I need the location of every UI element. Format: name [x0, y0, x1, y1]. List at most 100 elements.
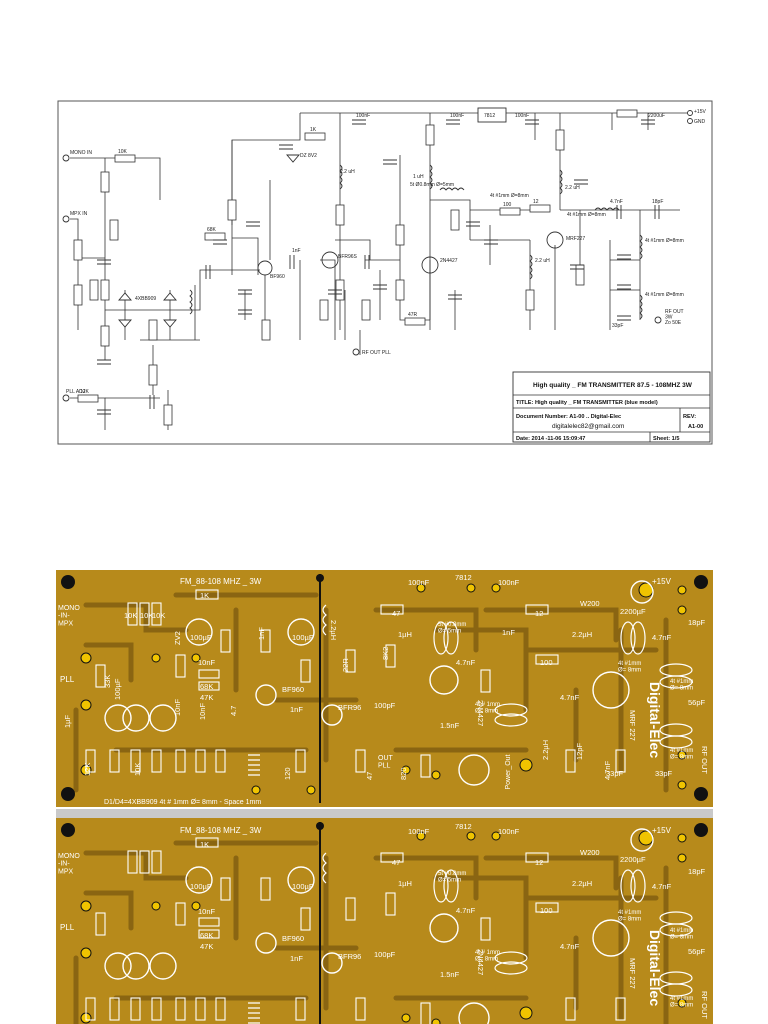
pcb-part-2: 100µF	[292, 882, 314, 891]
schematic: MONO IN MPX IN PLL ADJ RF OUT PLL RF OUT…	[57, 100, 713, 445]
pcb-part: 100µF	[113, 678, 122, 700]
label-pll-adj: PLL ADJ	[66, 389, 86, 395]
pcb-pll-2: PLL	[60, 923, 75, 932]
pcb-diodes: D1/D4=4XBB909 4t # 1mm Ø= 8mm - Space 1m…	[104, 799, 261, 806]
label-uh1: 2.2 uH	[340, 169, 355, 175]
pcb-supply-2: +15V	[652, 826, 672, 835]
pcb-brand: Digital-Elec	[647, 682, 663, 758]
pcb-part: 2200µF	[620, 607, 646, 616]
label-diodes: 4XBB909	[135, 296, 156, 302]
label-bf960: BF960	[270, 274, 285, 280]
pcb-part: 47K	[200, 693, 213, 702]
pcb-part-2: W200	[580, 848, 600, 857]
pcb-part-2: 56pF	[688, 947, 706, 956]
label-uh4: 2.2 uH	[535, 258, 550, 264]
label-c2: 100nF	[450, 113, 464, 119]
schematic-regulator	[477, 107, 507, 123]
pcb-part-2: MRF 227	[628, 958, 637, 989]
pcb-part: 4.7nF	[560, 693, 580, 702]
pcb-part: 10K	[124, 611, 137, 620]
label-c7: 1nF	[292, 248, 301, 254]
label-coil5: 4t #1mm Ø=8mm	[645, 292, 684, 298]
schematic-transistors	[257, 231, 564, 276]
pcb-part-2: 100nF	[408, 827, 430, 836]
label-r3: 1K	[310, 127, 317, 133]
pcb-part-2: BF960	[282, 934, 304, 943]
pcb-part: 47	[365, 772, 374, 780]
label-r9: 100	[503, 202, 512, 208]
pcb-part: 7812	[455, 573, 472, 582]
schematic-capacitors	[97, 119, 660, 415]
pcb-part: 47	[392, 609, 400, 618]
title-block-rev: A1-00	[688, 424, 703, 430]
label-c6: 18pF	[652, 199, 663, 205]
pcb-part: 12pF	[575, 742, 584, 760]
label-r1: 10K	[118, 149, 128, 155]
label-r6: 12K	[80, 389, 90, 395]
pcb-part-2: 100µF	[190, 882, 212, 891]
label-r4: 68K	[207, 227, 217, 233]
label-rf-out-pll: RF OUT PLL	[362, 350, 391, 356]
pcb-part: ZV2	[173, 631, 182, 645]
label-gnd: GND	[694, 119, 706, 125]
title-block: High quality _ FM TRANSMITTER 87.5 - 108…	[512, 371, 711, 443]
pcb-part-2: 1nF	[290, 954, 303, 963]
pcb-part: 100µF	[190, 633, 212, 642]
pcb-part: 100nF	[498, 578, 520, 587]
pcb-part: 2.2µH	[572, 630, 592, 639]
pcb-part: 2.2µH	[329, 620, 338, 640]
pcb-part: 820	[399, 767, 408, 780]
pcb-board-bottom	[56, 809, 713, 1024]
pcb-part: 33K	[103, 675, 112, 688]
pcb-title: FM_88-108 MHZ _ 3W	[180, 577, 262, 586]
label-r10: 12	[533, 199, 539, 205]
pcb-pll: PLL	[60, 675, 75, 684]
label-uh2: 1 uH	[413, 174, 424, 180]
pcb-mono: MONO-IN-MPX	[58, 605, 80, 627]
pcb-part: 2N4427	[476, 700, 485, 726]
pcb-part-2: 1.5nF	[440, 970, 460, 979]
pcb-supply: +15V	[652, 577, 672, 586]
pcb-part: 1.5nF	[440, 721, 460, 730]
pcb-part-2: 18pF	[688, 867, 706, 876]
schematic-diodes	[118, 154, 300, 328]
pcb-part: 4.7nF	[456, 658, 476, 667]
pcb-part-2: 10nF	[198, 907, 216, 916]
pcb-part: 100µF	[292, 633, 314, 642]
title-block-docnum: Document Number: A1-00 .. Digital-Elec	[516, 414, 621, 420]
pcb-part-2: 7812	[455, 822, 472, 831]
label-c5: 4.7nF	[610, 199, 623, 205]
schematic-connectors	[62, 110, 693, 402]
pcb-part: MRF 227	[628, 710, 637, 741]
pcb-part: 22R	[341, 658, 350, 672]
label-c3: 100nF	[515, 113, 529, 119]
title-block-date: Date: 2014 -11-06 15:09:47	[516, 436, 585, 442]
pcb-part: 10nF	[198, 702, 207, 720]
pcb-part: 18pF	[688, 618, 706, 627]
pcb-mono-2: MONO-IN-MPX	[58, 853, 80, 875]
title-block-title: TITLE: High quality _ FM TRANSMITTER (bl…	[516, 400, 658, 406]
pcb-part: 10K	[133, 763, 142, 776]
pcb-part-2: 2200µF	[620, 855, 646, 864]
label-bfr96: BFR96S	[338, 254, 358, 260]
pcb-part: 1nF	[257, 627, 266, 640]
pcb-part: 33pF	[655, 769, 673, 778]
pcb-part: W200	[580, 599, 600, 608]
title-block-email: digitalelec82@gmail.com	[552, 423, 624, 430]
schematic-labels: MONO IN MPX IN PLL ADJ RF OUT PLL RF OUT…	[66, 109, 706, 395]
pcb-part-2: 47	[392, 858, 400, 867]
pcb-part-2: 4.7nF	[652, 882, 672, 891]
pcb-rf-out-2: RF OUT	[700, 991, 709, 1019]
title-block-sheet: Sheet: 1/5	[653, 436, 679, 442]
pcb-title-2: FM_88-108 MHZ _ 3W	[180, 826, 262, 835]
label-coil1: 5t Ø0.8mm Ø=5mm	[410, 182, 454, 188]
pcb-part: 12K	[83, 763, 92, 776]
pcb-part: 100	[540, 658, 553, 667]
pcb-part-2: 100nF	[498, 827, 520, 836]
